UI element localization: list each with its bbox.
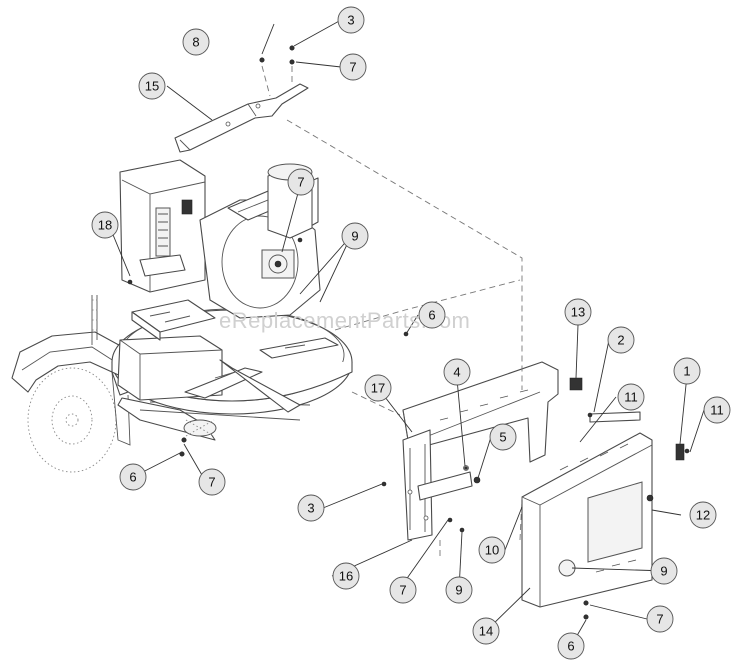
callout-7[interactable]: 7 — [389, 576, 417, 604]
svg-text:9: 9 — [660, 564, 667, 579]
callout-2[interactable]: 2 — [607, 326, 635, 354]
svg-text:3: 3 — [307, 501, 314, 516]
svg-text:6: 6 — [428, 308, 435, 323]
svg-text:17: 17 — [371, 381, 385, 396]
svg-text:7: 7 — [399, 583, 406, 598]
assembly-lines — [261, 65, 523, 560]
svg-text:14: 14 — [479, 624, 493, 639]
wheel — [27, 367, 117, 473]
svg-text:7: 7 — [297, 175, 304, 190]
svg-text:5: 5 — [499, 430, 506, 445]
hardware — [127, 45, 690, 620]
callout-11[interactable]: 11 — [617, 383, 645, 411]
callout-11[interactable]: 11 — [703, 396, 731, 424]
callout-5[interactable]: 5 — [489, 423, 517, 451]
callout-7[interactable]: 7 — [646, 605, 674, 633]
svg-text:16: 16 — [339, 569, 353, 584]
svg-text:10: 10 — [485, 543, 499, 558]
svg-text:7: 7 — [656, 612, 663, 627]
fender — [11, 331, 136, 446]
tongue — [91, 295, 98, 345]
callout-10[interactable]: 10 — [478, 536, 506, 564]
callout-9[interactable]: 9 — [341, 222, 369, 250]
callout-7[interactable]: 7 — [287, 168, 315, 196]
callout-15[interactable]: 15 — [138, 72, 166, 100]
svg-text:1: 1 — [683, 364, 690, 379]
bracket-15 — [174, 83, 309, 153]
callout-6[interactable]: 6 — [119, 463, 147, 491]
svg-text:6: 6 — [567, 639, 574, 654]
svg-text:9: 9 — [351, 229, 358, 244]
callout-12[interactable]: 12 — [689, 501, 717, 529]
frame-arms — [184, 337, 339, 413]
svg-text:8: 8 — [192, 35, 199, 50]
callout-7[interactable]: 7 — [198, 468, 226, 496]
callout-9[interactable]: 9 — [445, 576, 473, 604]
callout-4[interactable]: 4 — [443, 358, 471, 386]
svg-text:12: 12 — [696, 508, 710, 523]
svg-text:2: 2 — [617, 333, 624, 348]
svg-text:18: 18 — [98, 218, 112, 233]
battery-box — [117, 335, 223, 401]
callout-6[interactable]: 6 — [418, 301, 446, 329]
callout-13[interactable]: 13 — [564, 298, 592, 326]
hood-12 — [521, 411, 654, 608]
svg-text:9: 9 — [455, 583, 462, 598]
svg-text:11: 11 — [624, 390, 638, 405]
callout-7[interactable]: 7 — [339, 53, 367, 81]
chipper-machine — [11, 159, 353, 473]
callout-3[interactable]: 3 — [337, 6, 365, 34]
callout-9[interactable]: 9 — [650, 557, 678, 585]
tray — [131, 299, 216, 341]
callout-3[interactable]: 3 — [297, 494, 325, 522]
callout-16[interactable]: 16 — [332, 562, 360, 590]
svg-text:6: 6 — [129, 470, 136, 485]
svg-text:13: 13 — [571, 305, 585, 320]
svg-text:7: 7 — [208, 475, 215, 490]
callout-1[interactable]: 1 — [673, 357, 701, 385]
callouts: 8 3 7 15 7 18 9 6 13 2 11 1 11 4 17 5 6 … — [91, 6, 731, 660]
callout-18[interactable]: 18 — [91, 211, 119, 239]
engine — [119, 159, 206, 293]
side-panel-17 — [402, 429, 473, 541]
svg-text:11: 11 — [710, 403, 724, 418]
callout-14[interactable]: 14 — [472, 617, 500, 645]
svg-text:3: 3 — [347, 13, 354, 28]
svg-text:15: 15 — [145, 79, 159, 94]
svg-text:7: 7 — [349, 60, 356, 75]
callout-6[interactable]: 6 — [557, 632, 585, 660]
svg-text:4: 4 — [453, 365, 460, 380]
callout-17[interactable]: 17 — [364, 374, 392, 402]
callout-8[interactable]: 8 — [182, 28, 210, 56]
leader-lines — [108, 19, 705, 647]
